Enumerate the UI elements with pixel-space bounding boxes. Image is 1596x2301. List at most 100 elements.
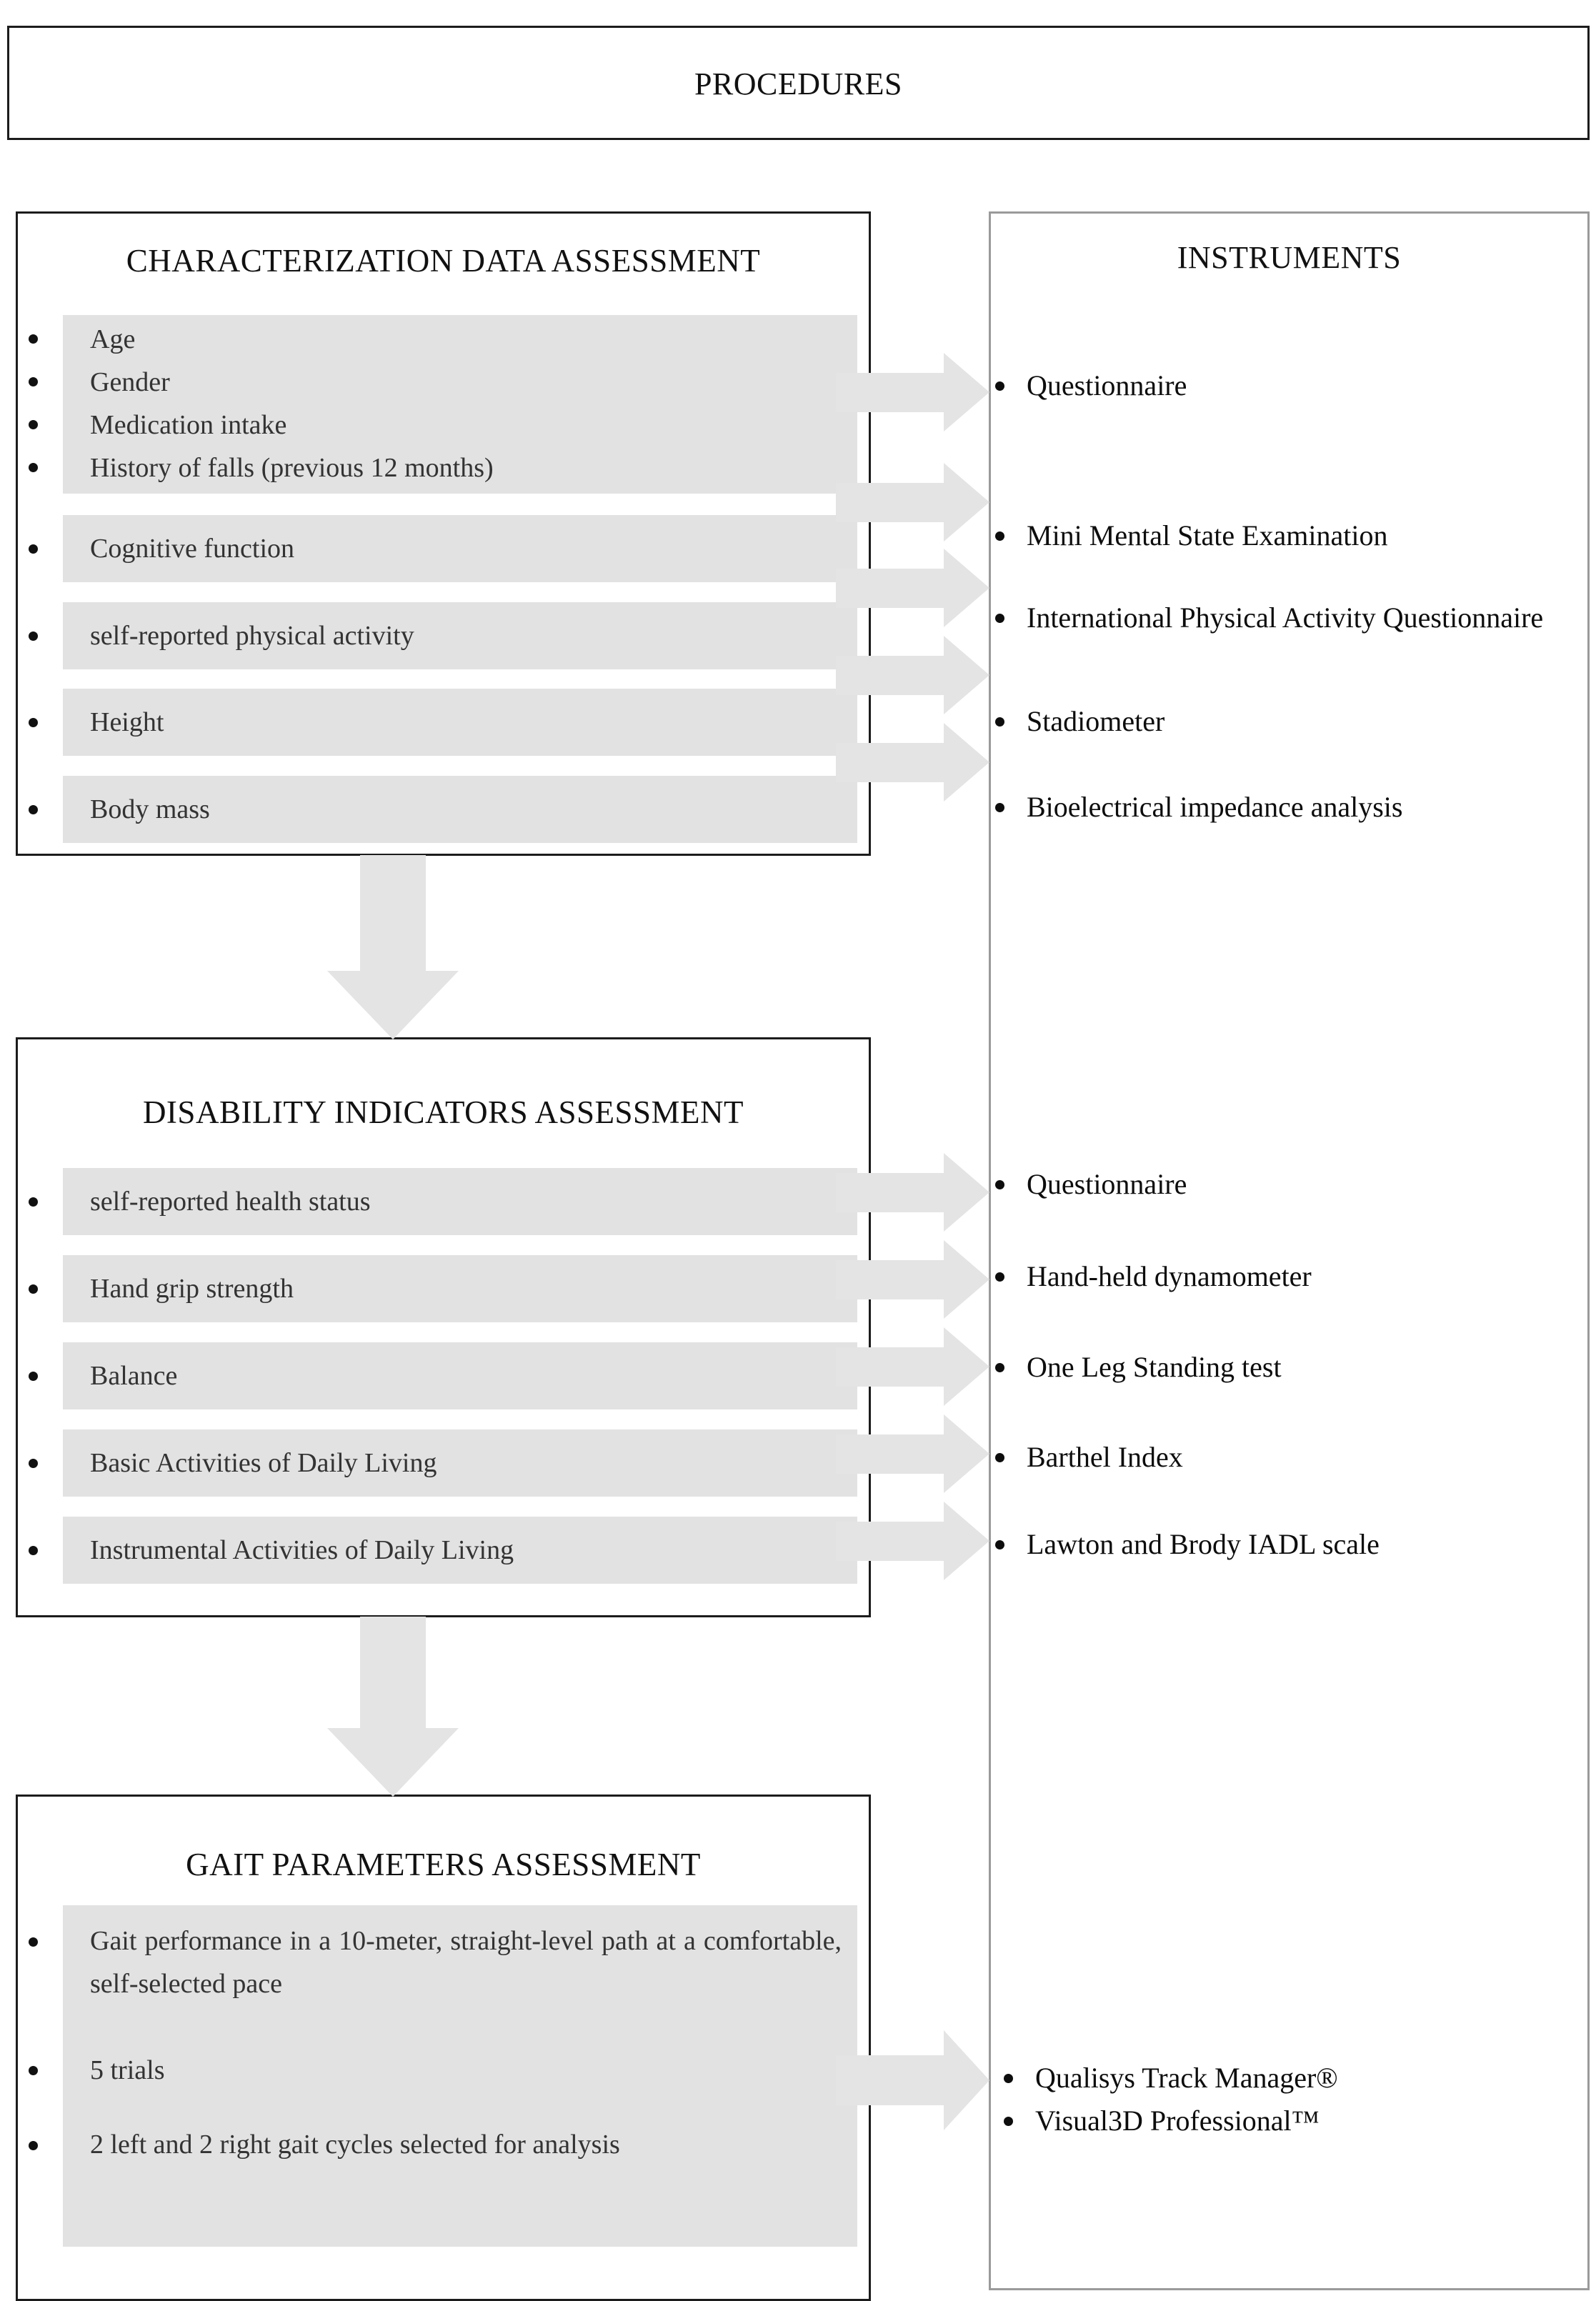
- instrument-item: Stadiometer: [995, 701, 1560, 742]
- bullet-icon: [995, 614, 1004, 623]
- bullet-icon: [995, 531, 1004, 541]
- instrument-item: One Leg Standing test: [995, 1347, 1560, 1388]
- list-item-label: Cognitive function: [90, 534, 295, 564]
- arrow-disability-to-barthel: [836, 1414, 989, 1493]
- list-item: History of falls (previous 12 months): [29, 446, 844, 489]
- list-item-label: 5 trials: [90, 2055, 165, 2085]
- disability-item-bar: Basic Activities of Daily Living: [29, 1429, 857, 1497]
- bullet-icon: [995, 1363, 1004, 1372]
- bullet-icon: [995, 381, 1004, 391]
- list-item: Gender: [29, 361, 844, 404]
- instrument-item: Hand-held dynamometer: [995, 1256, 1560, 1297]
- instrument-label: Hand-held dynamometer: [1027, 1260, 1312, 1292]
- bullet-icon: [1004, 2117, 1013, 2126]
- instrument-item: Barthel Index: [995, 1437, 1560, 1478]
- bullet-icon: [995, 1453, 1004, 1462]
- instrument-label: One Leg Standing test: [1027, 1351, 1282, 1383]
- bullet-icon: [29, 377, 38, 386]
- arrow-disability-to-one-leg-standing: [836, 1327, 989, 1406]
- instrument-label: Questionnaire: [1027, 1168, 1187, 1200]
- arrow-characterization-to-disability: [327, 855, 459, 1039]
- characterization-item-bar: self-reported physical activity: [29, 602, 857, 669]
- characterization-title: CHARACTERIZATION DATA ASSESSMENT: [126, 243, 761, 279]
- instruments-box: INSTRUMENTS Questionnaire Mini Mental St…: [989, 211, 1590, 2290]
- list-item-label: Basic Activities of Daily Living: [90, 1448, 437, 1478]
- instrument-item: Lawton and Brody IADL scale: [995, 1524, 1560, 1565]
- instrument-label: Mini Mental State Examination: [1027, 519, 1388, 551]
- instrument-label: Questionnaire: [1027, 369, 1187, 401]
- instrument-label: International Physical Activity Question…: [1027, 602, 1544, 634]
- instruments-title: INSTRUMENTS: [1177, 240, 1402, 275]
- list-item: Age: [29, 318, 844, 361]
- arrow-characterization-to-mmse: [836, 463, 989, 541]
- disability-title: DISABILITY INDICATORS ASSESSMENT: [142, 1094, 744, 1130]
- bullet-icon: [29, 544, 38, 554]
- bullet-icon: [29, 2066, 38, 2075]
- bullet-icon: [995, 803, 1004, 812]
- bullet-icon: [29, 632, 38, 641]
- arrow-disability-to-gait: [327, 1617, 459, 1797]
- arrow-disability-to-dynamometer: [836, 1240, 989, 1319]
- bullet-icon: [29, 2141, 38, 2150]
- arrow-disability-to-lawton-brody: [836, 1502, 989, 1580]
- arrow-characterization-to-stadiometer: [836, 636, 989, 714]
- list-item-label: self-reported health status: [90, 1187, 371, 1217]
- list-item-label: self-reported physical activity: [90, 621, 414, 651]
- bullet-icon: [29, 334, 38, 344]
- bullet-icon: [995, 1272, 1004, 1282]
- page-title: PROCEDURES: [694, 66, 903, 101]
- list-item-label: Balance: [90, 1361, 178, 1391]
- bullet-icon: [995, 1540, 1004, 1549]
- bullet-icon: [29, 1284, 38, 1294]
- gait-items-bar: Gait performance in a 10-meter, straight…: [29, 1905, 857, 2247]
- bullet-icon: [995, 1180, 1004, 1189]
- gait-title: GAIT PARAMETERS ASSESSMENT: [186, 1847, 701, 1882]
- bullet-icon: [29, 1546, 38, 1555]
- instrument-label: Qualisys Track Manager®: [1035, 2062, 1338, 2094]
- instrument-item: Qualisys Track Manager®: [1004, 2057, 1568, 2099]
- bullet-icon: [29, 805, 38, 814]
- list-item-label: Hand grip strength: [90, 1274, 294, 1304]
- list-item-label: Body mass: [90, 794, 210, 824]
- characterization-item-bar: Cognitive function: [29, 515, 857, 582]
- characterization-group-bar: Age Gender Medication intake History of …: [29, 315, 857, 494]
- disability-item-bar: self-reported health status: [29, 1168, 857, 1235]
- characterization-item-bar: Height: [29, 689, 857, 756]
- disability-item-bar: Instrumental Activities of Daily Living: [29, 1517, 857, 1584]
- bullet-icon: [29, 463, 38, 472]
- instrument-label: Barthel Index: [1027, 1441, 1183, 1473]
- list-item-label: 2 left and 2 right gait cycles selected …: [90, 2130, 620, 2160]
- instrument-label: Lawton and Brody IADL scale: [1027, 1528, 1380, 1560]
- disability-item-bar: Hand grip strength: [29, 1255, 857, 1322]
- characterization-item-bar: Body mass: [29, 776, 857, 843]
- instrument-label: Visual3D Professional™: [1035, 2105, 1320, 2137]
- gait-parameters-assessment-box: GAIT PARAMETERS ASSESSMENT Gait performa…: [16, 1795, 871, 2301]
- disability-indicators-assessment-box: DISABILITY INDICATORS ASSESSMENT self-re…: [16, 1037, 871, 1617]
- procedures-header-box: PROCEDURES: [7, 26, 1590, 140]
- bullet-icon: [1004, 2074, 1013, 2083]
- characterization-data-assessment-box: CHARACTERIZATION DATA ASSESSMENT Age Gen…: [16, 211, 871, 856]
- bullet-icon: [29, 1459, 38, 1468]
- bullet-icon: [29, 420, 38, 429]
- disability-item-bar: Balance: [29, 1342, 857, 1409]
- arrow-characterization-to-ipaq: [836, 549, 989, 627]
- arrow-gait-to-software: [836, 2030, 989, 2130]
- bullet-icon: [29, 1197, 38, 1207]
- list-item: Medication intake: [29, 404, 844, 446]
- instrument-label: Bioelectrical impedance analysis: [1027, 791, 1403, 823]
- instrument-item: Visual3D Professional™: [1004, 2100, 1568, 2142]
- bullet-icon: [29, 1937, 38, 1947]
- arrow-disability-to-questionnaire: [836, 1153, 989, 1232]
- list-item-label: Gait performance in a 10-meter, straight…: [90, 1926, 842, 1999]
- list-item-label: Height: [90, 707, 164, 737]
- instrument-item: Bioelectrical impedance analysis: [995, 787, 1560, 828]
- instrument-item: Questionnaire: [995, 365, 1560, 406]
- bullet-icon: [995, 717, 1004, 727]
- bullet-icon: [29, 1372, 38, 1381]
- instrument-item: International Physical Activity Question…: [995, 597, 1560, 639]
- list-item-label: Instrumental Activities of Daily Living: [90, 1535, 514, 1565]
- instrument-item: Mini Mental State Examination: [995, 515, 1560, 556]
- instrument-label: Stadiometer: [1027, 705, 1165, 737]
- bullet-icon: [29, 718, 38, 727]
